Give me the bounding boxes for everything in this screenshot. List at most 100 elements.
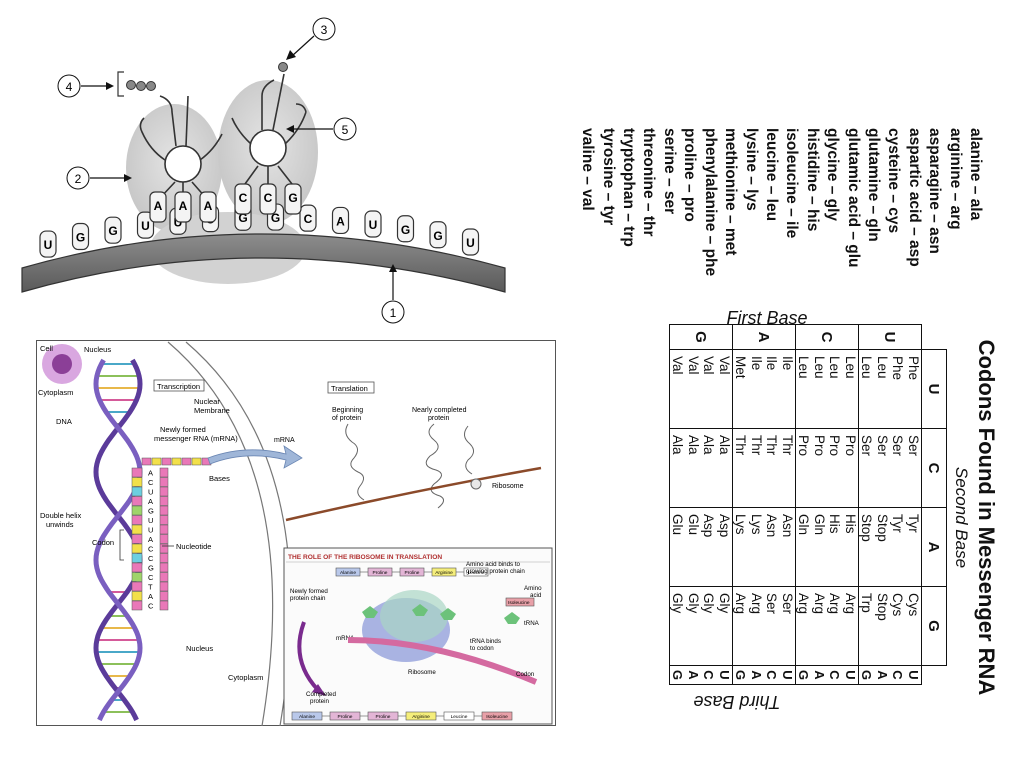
mrna-segment: [141, 457, 152, 466]
svg-text:C: C: [148, 602, 154, 611]
codon-amino-acid: Trp: [859, 593, 875, 613]
codon-amino-acid: Leu: [843, 356, 858, 379]
third-base-letter: U: [717, 670, 732, 680]
svg-text:U: U: [369, 218, 378, 232]
codon-amino-acid: Leu: [827, 356, 843, 379]
codon-amino-acid: Val: [686, 356, 701, 375]
svg-text:G: G: [288, 191, 297, 205]
svg-text:A: A: [336, 214, 345, 228]
svg-text:C: C: [148, 573, 154, 582]
strand-nucleotide: C: [131, 572, 169, 582]
svg-text:Proline: Proline: [405, 570, 420, 576]
codon-amino-acid: Ala: [670, 435, 686, 455]
strand-nucleotide: A: [131, 467, 169, 478]
svg-text:C: C: [264, 191, 273, 205]
mrna-bases: UGGUUUGGCAUGGU: [39, 203, 480, 258]
label-cytoplasm-top: Cytoplasm: [38, 388, 73, 397]
codon-amino-acid: Ser: [890, 435, 906, 457]
protein-amino-acid: Proline: [399, 567, 432, 577]
codon-amino-acid: Ser: [764, 593, 780, 615]
codon-amino-acid: Ser: [780, 593, 795, 615]
codon-amino-acid: Leu: [875, 356, 890, 379]
mrna-base: U: [136, 211, 155, 239]
svg-text:A: A: [148, 592, 153, 601]
transcription-to-translation-arrow: [207, 445, 303, 469]
anticodon-base: C: [234, 183, 252, 215]
third-base-letter: G: [733, 669, 749, 681]
callout-1: 1: [381, 264, 405, 324]
codon-amino-acid: Phe: [890, 356, 906, 381]
protein-amino-acid: Proline: [367, 567, 400, 577]
cell-icon: [42, 344, 82, 384]
first-base-label: First Base: [726, 308, 808, 328]
inset-title: THE ROLE OF THE RIBOSOME IN TRANSLATION: [288, 554, 442, 561]
transcription-translation-diagram: Cell Nucleus Cytoplasm DNA ACUAGUUACCGCT…: [36, 340, 556, 726]
codon-amino-acid: Stop: [875, 593, 890, 621]
callout-5: 5: [286, 117, 357, 141]
protein-amino-acid: Alanine: [335, 567, 368, 577]
codon-amino-acid: Gly: [701, 593, 717, 614]
anticodon-base: A: [174, 191, 192, 223]
svg-text:Proline: Proline: [373, 570, 388, 576]
inset-isoleucine: Isoleucine: [508, 600, 530, 606]
third-base-letter: A: [749, 670, 764, 680]
third-base-letter: G: [859, 669, 875, 681]
callout-4: 4: [57, 74, 114, 98]
codon-amino-acid: Leu: [859, 356, 875, 379]
strand-nucleotide: U: [131, 515, 169, 525]
third-base-letter: U: [843, 670, 858, 680]
codon-amino-acid: Leu: [796, 356, 812, 379]
codon-amino-acid: Asn: [764, 514, 780, 538]
strand-nucleotide: C: [131, 543, 169, 554]
codon-amino-acid: Ser: [906, 435, 921, 457]
third-base-letter: A: [686, 670, 701, 680]
svg-text:U: U: [44, 238, 53, 252]
third-base-letter: U: [906, 670, 921, 680]
strand-nucleotide: T: [131, 581, 169, 592]
codon-amino-acid: Thr: [764, 435, 780, 456]
third-base-letter: A: [875, 670, 890, 680]
svg-text:G: G: [433, 229, 442, 243]
mrna-strand: [21, 233, 506, 293]
codon-amino-acid: Stop: [859, 514, 875, 542]
svg-text:A: A: [154, 199, 163, 213]
codon-amino-acid: Arg: [749, 593, 764, 615]
codon-amino-acid: Asp: [717, 514, 732, 538]
label-codon: Codon: [92, 538, 114, 547]
codon-amino-acid: Phe: [906, 356, 921, 381]
inset-ribosome: Ribosome: [408, 669, 436, 676]
svg-text:3: 3: [321, 23, 328, 37]
codon-amino-acid: His: [827, 514, 843, 534]
nuclear-membrane: [167, 341, 274, 726]
third-base-letter: U: [780, 670, 795, 680]
strand-nucleotide: C: [131, 553, 169, 563]
anticodon-base: A: [199, 191, 217, 223]
mrna-base: U: [461, 228, 480, 256]
mrna-segment: [151, 457, 162, 466]
mrna-base: G: [104, 216, 122, 244]
svg-text:Arginine: Arginine: [412, 714, 430, 720]
amino-acid-chain-4: [117, 71, 156, 97]
codon-amino-acid: Glu: [670, 514, 686, 536]
third-base-letter: C: [827, 670, 843, 680]
protein-amino-acid: Proline: [329, 711, 368, 721]
mrna-base: G: [396, 215, 415, 243]
codon-amino-acid: Arg: [796, 593, 812, 615]
svg-text:G: G: [401, 223, 410, 237]
